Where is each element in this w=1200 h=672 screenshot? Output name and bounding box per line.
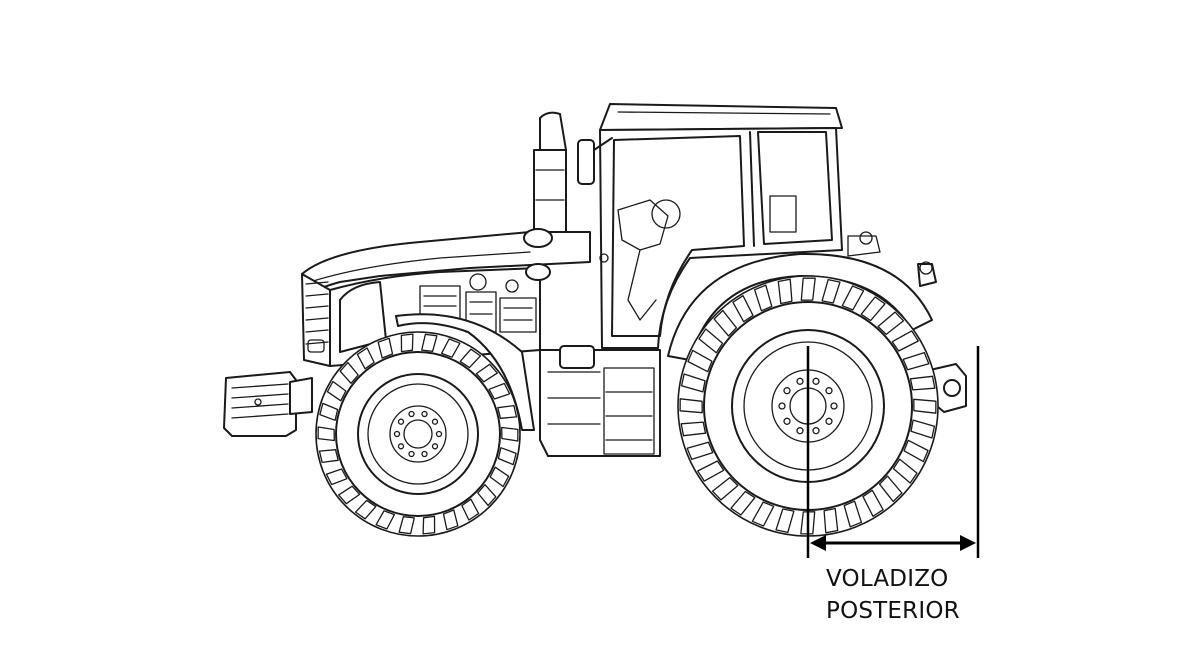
- tire-lug: [377, 337, 394, 359]
- tire-lug: [319, 402, 339, 421]
- wheel-bolt: [421, 450, 428, 458]
- wheel-bolt: [408, 450, 415, 458]
- tire-lug: [860, 296, 886, 322]
- tire-lug: [775, 508, 795, 534]
- overhang-label-line1: VOLADIZO: [826, 566, 949, 592]
- wheel-bolt: [783, 417, 791, 425]
- tire-lug: [902, 351, 930, 371]
- wheel-bolt: [431, 443, 439, 450]
- cab: [577, 103, 843, 349]
- tire-lug: [877, 311, 905, 336]
- wheel-bolt: [825, 387, 833, 395]
- front-fender: [395, 313, 535, 431]
- exhaust-pipe: [523, 111, 567, 281]
- tire-lug: [475, 363, 498, 383]
- tire-lug: [843, 500, 863, 528]
- tire-lug: [891, 330, 919, 352]
- tire-lug: [317, 426, 335, 442]
- overhang-label-line2: POSTERIOR: [826, 598, 960, 624]
- front-ballast-weights: [223, 371, 313, 437]
- tire-lug: [841, 285, 865, 311]
- tire-lug: [711, 476, 739, 501]
- tire-lug: [440, 338, 461, 358]
- wheel-bolt: [421, 410, 428, 418]
- tire-lug: [878, 475, 903, 503]
- tire-lug: [800, 277, 816, 301]
- tire-lug: [459, 348, 482, 369]
- tire-lug: [356, 347, 375, 370]
- tire-lug: [910, 419, 936, 439]
- fuel-tank-steps: [539, 345, 661, 457]
- rear-overhang-dimension: [806, 346, 980, 558]
- arrowhead-left: [810, 535, 826, 551]
- tire-lug: [730, 490, 756, 516]
- tire-lug: [477, 484, 497, 507]
- tire-lug: [398, 516, 415, 535]
- tire-lug: [400, 333, 414, 353]
- front-tire-lugs: [317, 333, 519, 535]
- tire-lug: [354, 499, 377, 520]
- tire-lug: [489, 466, 510, 488]
- tire-lug: [421, 333, 438, 352]
- tire-lug: [422, 515, 436, 535]
- tire-lug: [325, 468, 348, 486]
- wheel-bolt: [796, 427, 804, 435]
- wheel-bolt: [397, 443, 405, 450]
- front-wheel: [315, 331, 521, 537]
- tire-lug: [680, 373, 706, 393]
- wheel-bolt: [408, 410, 415, 418]
- rear-fender: [667, 231, 933, 361]
- wheel-bolt: [393, 430, 401, 438]
- tire-lug: [753, 284, 773, 312]
- tire-lug: [823, 507, 839, 534]
- tire-lug: [375, 510, 396, 530]
- tire-lug: [862, 489, 884, 517]
- tire-lug: [339, 361, 359, 384]
- tire-lug: [732, 295, 754, 323]
- tire-lug: [821, 278, 841, 304]
- wheel-bolt: [812, 427, 820, 435]
- tire-lug: [686, 441, 714, 461]
- tire-lug: [713, 309, 738, 337]
- tire-lug: [680, 421, 707, 437]
- tire-lug: [338, 485, 361, 505]
- wheel-bolt: [830, 402, 838, 410]
- tire-lug: [679, 398, 703, 414]
- tire-lug: [501, 426, 519, 442]
- arrowhead-right: [960, 535, 976, 551]
- wheel-bolt: [825, 417, 833, 425]
- tire-lug: [442, 509, 459, 531]
- tire-lug: [697, 460, 725, 482]
- tire-lug: [488, 382, 511, 400]
- tire-lug: [318, 449, 339, 464]
- wheel-bolt: [431, 418, 439, 425]
- tire-lug: [687, 349, 713, 373]
- tire-lug: [751, 501, 775, 527]
- wheel-bolt: [778, 402, 786, 410]
- tire-lug: [698, 328, 724, 354]
- wheel-bolt: [796, 377, 804, 385]
- wheel-bolt: [812, 377, 820, 385]
- tire-lug: [461, 498, 480, 521]
- wheel-bolt: [435, 430, 443, 438]
- rear-tire-lugs: [679, 277, 937, 535]
- tire-lug: [777, 278, 793, 305]
- tire-lug: [892, 458, 918, 484]
- tire-lug: [326, 380, 347, 402]
- hood: [301, 231, 591, 367]
- tire-lug: [497, 447, 517, 466]
- tire-lug: [909, 375, 936, 391]
- wheel-bolt: [783, 387, 791, 395]
- tire-lug: [913, 398, 937, 414]
- tire-lug: [497, 404, 518, 419]
- wheel-bolt: [397, 418, 405, 425]
- tire-lug: [903, 439, 929, 463]
